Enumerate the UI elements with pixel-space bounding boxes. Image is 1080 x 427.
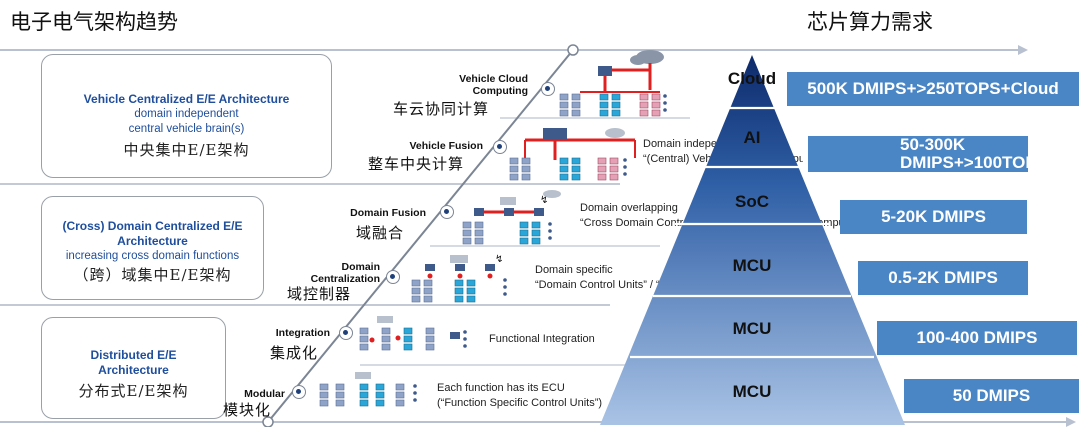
performance-soc: 5-20K DMIPS xyxy=(840,200,1027,234)
pyramid-level-soc: SoC xyxy=(735,192,769,211)
card-distributed: Distributed E/E Architecture 分布式E/E架构 xyxy=(41,317,226,419)
step-label-domain-fusion: Domain Fusion xyxy=(350,207,426,219)
performance-mcu-high: 0.5-2K DMIPS xyxy=(858,261,1028,295)
left-section-title: 电子电气架构趋势 xyxy=(10,10,178,34)
performance-ai: 50-300K DMIPS+>100TOPS xyxy=(808,136,1028,172)
pyramid-level-mcu-low: MCU xyxy=(732,382,772,401)
illustration-domain-centralization: ↯ xyxy=(411,254,507,303)
step-zh-domain-centralization: 域控制器 xyxy=(287,285,352,303)
step-label-vehicle-fusion: Vehicle Fusion xyxy=(409,140,483,152)
step-label-domain-centralization: Domain Centralization xyxy=(310,261,380,285)
right-section-title: 芯片算力需求 xyxy=(807,10,933,34)
step-node-vehicle-cloud xyxy=(541,82,555,96)
card-title: (Cross) Domain Centralized E/E Architect… xyxy=(62,219,243,248)
card-chinese-title: 分布式E/E架构 xyxy=(78,382,189,400)
pyramid-level-cloud: Cloud xyxy=(727,69,777,88)
step-desc-modular: Each function has its ECU (“Function Spe… xyxy=(437,382,603,409)
step-zh-vehicle-fusion: 整车中央计算 xyxy=(368,155,465,173)
performance-cloud: 500K DMIPS+>250TOPS+Cloud xyxy=(787,72,1079,106)
step-node-modular xyxy=(292,385,306,399)
step-desc-integration: Functional Integration xyxy=(489,333,595,345)
performance-mcu-low: 50 DMIPS xyxy=(904,379,1079,413)
step-zh-modular: 模块化 xyxy=(223,401,272,419)
card-vehicle-centralized: Vehicle Centralized E/E Architecture dom… xyxy=(41,54,332,178)
card-title: Vehicle Centralized E/E Architecture xyxy=(83,92,290,106)
illustration-vehicle-fusion xyxy=(509,128,636,181)
illustration-modular xyxy=(319,372,417,407)
card-title: Distributed E/E Architecture xyxy=(90,348,177,377)
illustration-integration xyxy=(359,316,467,351)
step-label-vehicle-cloud: Vehicle Cloud Computing xyxy=(459,73,528,97)
step-zh-integration: 集成化 xyxy=(270,344,319,362)
step-node-vehicle-fusion xyxy=(493,140,507,154)
svg-text:↯: ↯ xyxy=(540,195,548,206)
step-label-integration: Integration xyxy=(275,327,330,339)
step-node-domain-fusion xyxy=(440,205,454,219)
svg-text:↯: ↯ xyxy=(495,254,503,265)
illustration-vehicle-cloud xyxy=(559,50,667,117)
card-domain-centralized: (Cross) Domain Centralized E/E Architect… xyxy=(41,196,264,300)
card-subtitle: domain independent xyxy=(134,108,239,120)
card-chinese-title: （跨）域集中E/E架构 xyxy=(73,266,232,284)
step-label-modular: Modular xyxy=(244,388,285,400)
card-chinese-title: 中央集中E/E架构 xyxy=(123,141,250,159)
step-zh-domain-fusion: 域融合 xyxy=(356,224,405,242)
pyramid-level-mcu-high: MCU xyxy=(732,256,772,275)
performance-mcu-mid: 100-400 DMIPS xyxy=(877,321,1077,355)
step-zh-vehicle-cloud: 车云协同计算 xyxy=(393,100,490,118)
pyramid-level-ai: AI xyxy=(743,128,761,147)
card-subtitle: increasing cross domain functions xyxy=(65,250,240,262)
step-node-integration xyxy=(339,326,353,340)
step-node-domain-centralization xyxy=(386,270,400,284)
card-subtitle: central vehicle brain(s) xyxy=(128,123,245,135)
pyramid-level-mcu-mid: MCU xyxy=(732,319,772,338)
illustration-domain-fusion: ↯ xyxy=(462,190,561,245)
pyramid-shape xyxy=(600,55,905,425)
